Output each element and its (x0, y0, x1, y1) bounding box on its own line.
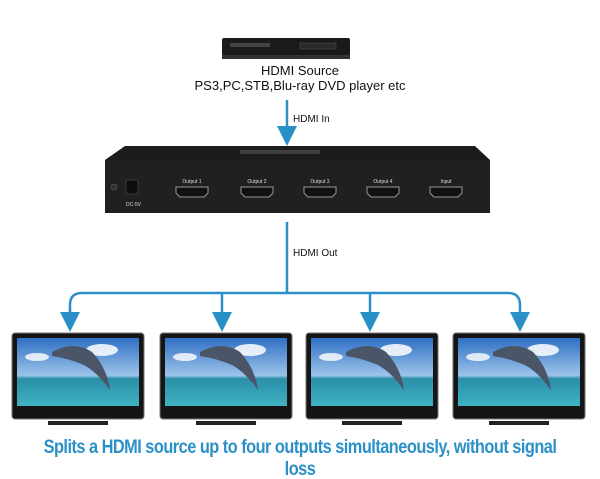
dolphin-icon (200, 346, 258, 390)
hdmi-port: Output 1 (175, 179, 209, 198)
source-subtitle: PS3,PC,STB,Blu-ray DVD player etc (194, 78, 406, 93)
hdmi-port: Output 2 (240, 179, 274, 198)
dolphin-icon (493, 346, 551, 390)
port-label: Input (440, 179, 452, 185)
hdmi-port: Input (429, 179, 463, 198)
dolphin-icon (52, 346, 110, 390)
distribution-line (68, 291, 530, 332)
port-label: Output 3 (310, 179, 329, 185)
dolphin-icon (346, 346, 404, 390)
dvd-player-icon (222, 38, 350, 59)
power-label: DC-5V (126, 202, 142, 208)
source-title: HDMI Source (260, 63, 340, 78)
caption: Splits a HDMI source up to four outputs … (43, 437, 557, 479)
hdmi-splitter-device: DC-5V Output 1 Output 2 Output 3 Output 4 In… (105, 146, 490, 213)
hdmi-out-label: HDMI Out (293, 248, 338, 259)
port-label: Output 4 (373, 179, 392, 185)
hdmi-port: Output 3 (303, 179, 337, 198)
tv-display-icon (305, 332, 439, 425)
port-label: Output 1 (182, 179, 201, 185)
port-label: Output 2 (247, 179, 266, 185)
hdmi-port: Output 4 (366, 179, 400, 198)
hdmi-in-label: HDMI In (293, 114, 330, 125)
tv-display-icon (452, 332, 586, 425)
tv-display-icon (11, 332, 145, 425)
tv-display-icon (159, 332, 293, 425)
